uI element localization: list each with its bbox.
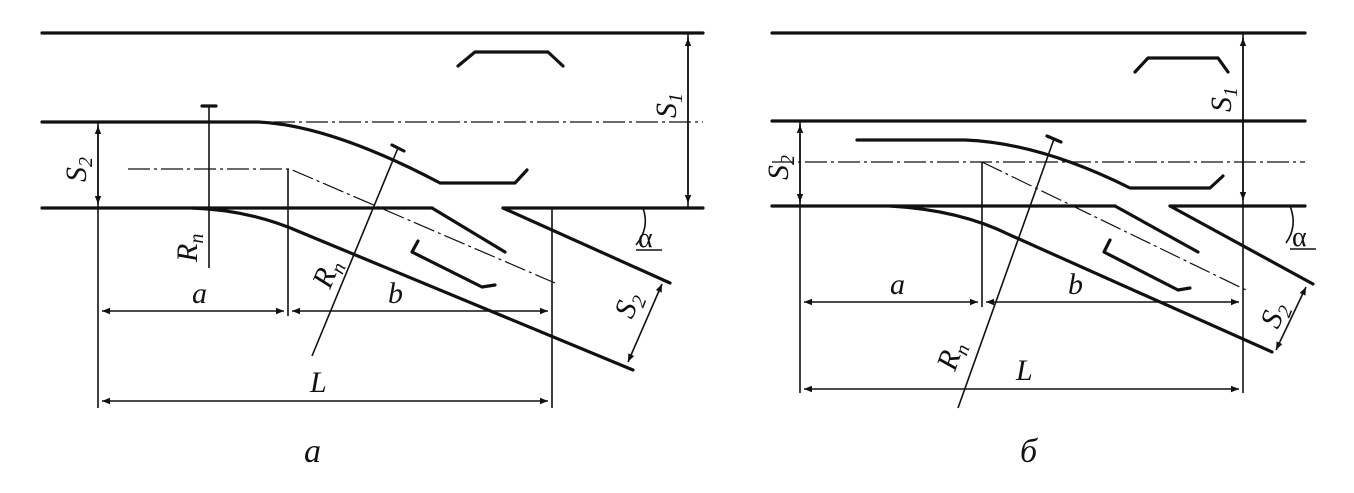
road-marking-top <box>456 50 565 68</box>
label-r-vertical: Rп <box>171 234 208 263</box>
radius-line-slanted <box>311 147 399 357</box>
dim-s2-slanted-b <box>1275 286 1307 351</box>
label-l-b: L <box>1015 354 1033 387</box>
radius-line-b <box>957 138 1055 409</box>
caption-a: а <box>304 433 321 470</box>
ramp-marking <box>410 239 497 289</box>
label-alpha-b: α <box>1292 222 1307 253</box>
radius-tick-slanted <box>390 143 406 153</box>
island-edge-b <box>1113 204 1200 254</box>
label-s2-slanted: S2 <box>608 287 652 324</box>
label-r-b: Rп <box>930 337 975 377</box>
label-b-b: b <box>1068 268 1083 301</box>
centerline-ramp <box>128 168 556 284</box>
angle-arc <box>635 207 647 246</box>
ramp-inner-edge-b <box>888 204 1274 354</box>
label-s1-b: S1 <box>1205 87 1242 112</box>
radius-tick-b <box>1045 134 1063 144</box>
label-s2: S2 <box>60 157 97 182</box>
label-s2-b: S2 <box>762 155 799 180</box>
ramp-marking-b <box>1102 238 1192 292</box>
lane-edge-inner-b <box>855 138 1225 190</box>
diagram-a: S1 S2 Rп Rп a b L S2 α а <box>40 31 705 470</box>
label-s2-slanted-b: S2 <box>1254 297 1298 334</box>
ramp-inner-edge <box>190 206 635 372</box>
caption-b: б <box>1020 433 1039 470</box>
centerline-ramp-b <box>981 161 1247 291</box>
angle-arc-b <box>1285 205 1294 244</box>
island-edge <box>430 206 507 254</box>
ramp-outer-edge-b <box>1168 204 1315 286</box>
label-a: a <box>192 277 207 310</box>
label-r-slanted: Rп <box>306 254 351 295</box>
label-b: b <box>388 277 403 310</box>
lane-edge-upper <box>40 120 529 185</box>
label-s1: S1 <box>650 93 687 118</box>
label-l: L <box>309 366 327 399</box>
ramp-outer-edge <box>501 206 672 285</box>
dim-s2-slanted <box>627 283 663 363</box>
label-a-b: a <box>890 268 905 301</box>
diagram-b: S1 S2 Rп a b L S2 α б <box>762 31 1316 470</box>
road-marking-top-b <box>1133 56 1230 74</box>
label-alpha: α <box>638 223 653 254</box>
